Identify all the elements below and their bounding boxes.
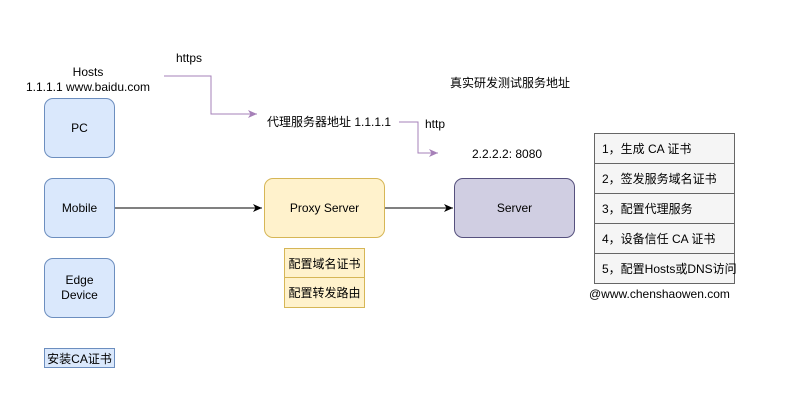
- https-dns-arrow: [164, 75, 257, 118]
- edge-device-node[interactable]: Edge Device: [44, 258, 115, 318]
- proxy-server-label: Proxy Server: [289, 200, 360, 215]
- step-2-label: 2，签发服务域名证书: [602, 172, 717, 186]
- real-server-title: 真实研发测试服务地址: [450, 76, 571, 90]
- proxy-task-domain-cert-label: 配置域名证书: [288, 256, 361, 271]
- step-4: 4，设备信任 CA 证书: [594, 223, 735, 254]
- step-1: 1，生成 CA 证书: [594, 133, 735, 164]
- http-dns-arrow: [399, 121, 438, 157]
- proxy-task-domain-cert: 配置域名证书: [284, 248, 365, 278]
- http-label: http: [425, 117, 446, 131]
- step-5-label: 5，配置Hosts或DNS访问: [602, 262, 737, 276]
- step-4-label: 4，设备信任 CA 证书: [602, 232, 716, 246]
- mobile-label: Mobile: [61, 200, 98, 215]
- hosts-entry: 1.1.1.1 www.baidu.com: [25, 80, 151, 94]
- edge-device-label-line2: Device: [61, 288, 98, 302]
- https-label: https: [176, 51, 203, 65]
- install-ca-cert-box: 安装CA证书: [44, 348, 115, 368]
- server-ip-label: 2.2.2.2: 8080: [472, 147, 543, 161]
- pc-label: PC: [71, 120, 88, 135]
- step-3-label: 3，配置代理服务: [602, 202, 693, 216]
- install-ca-cert-label: 安装CA证书: [47, 351, 112, 366]
- hosts-title: Hosts: [72, 65, 104, 79]
- edge-device-label-line1: Edge: [65, 273, 94, 287]
- step-2: 2，签发服务域名证书: [594, 163, 735, 194]
- server-label: Server: [496, 200, 533, 215]
- pc-node[interactable]: PC: [44, 98, 115, 158]
- step-3: 3，配置代理服务: [594, 193, 735, 224]
- proxy-task-route-label: 配置转发路由: [288, 286, 361, 300]
- server-node[interactable]: Server: [454, 178, 575, 238]
- proxy-address-label: 代理服务器地址 1.1.1.1: [267, 115, 392, 129]
- mobile-node[interactable]: Mobile: [44, 178, 115, 238]
- proxy-task-route: 配置转发路由: [284, 277, 365, 308]
- step-5: 5，配置Hosts或DNS访问: [594, 253, 737, 284]
- step-1-label: 1，生成 CA 证书: [602, 142, 692, 156]
- watermark: @www.chenshaowen.com: [589, 287, 730, 301]
- proxy-server-node[interactable]: Proxy Server: [264, 178, 385, 238]
